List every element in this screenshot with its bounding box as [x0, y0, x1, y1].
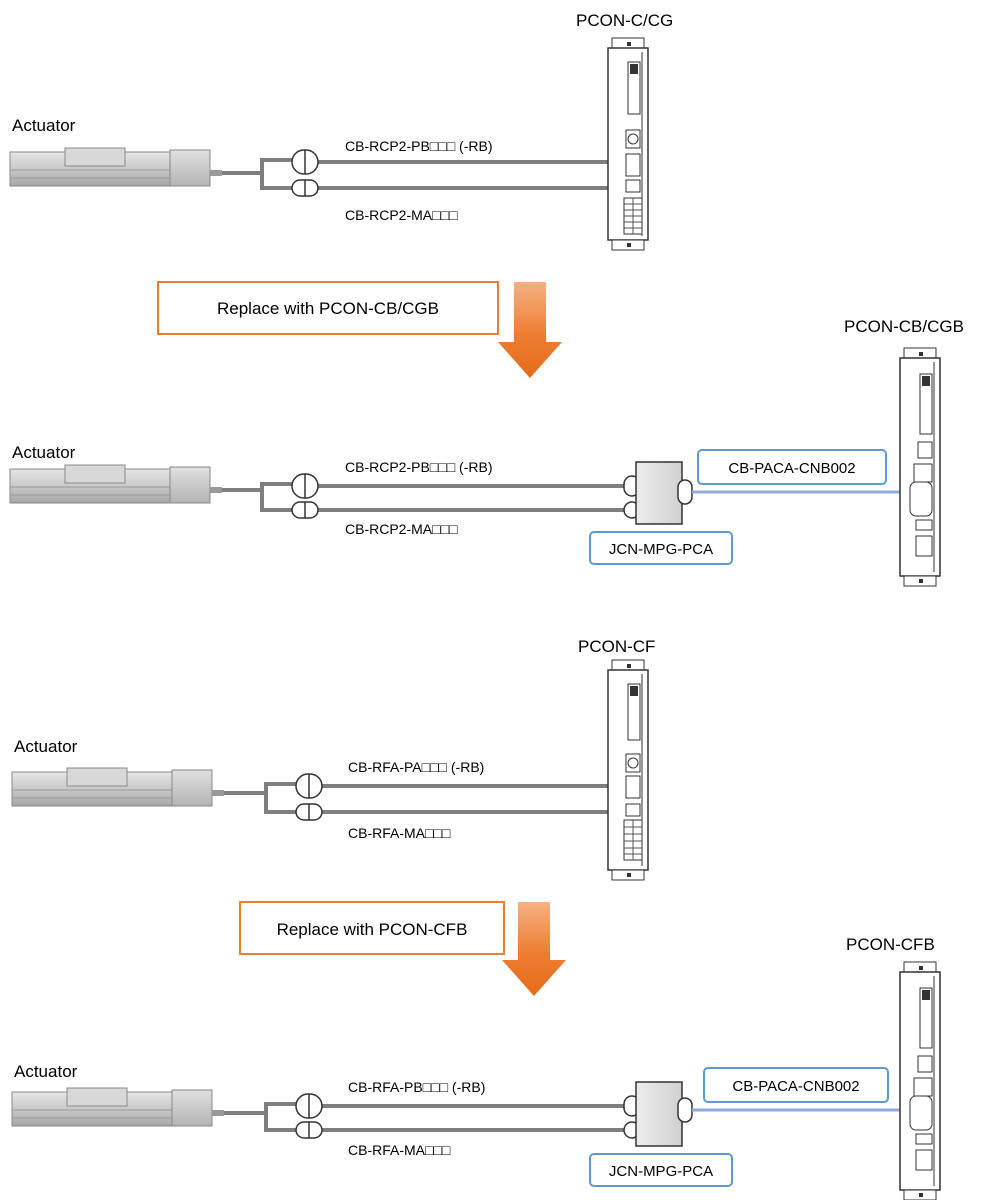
controller-label: PCON-CF: [578, 637, 655, 656]
controller-illustration: [899, 347, 941, 587]
conversion-adapter: [623, 1081, 693, 1147]
arrow-down-icon: [502, 902, 566, 996]
cable-bottom-label: CB-RCP2-MA□□□: [345, 521, 458, 537]
actuator-label: Actuator: [14, 737, 78, 756]
controller-label: PCON-CB/CGB: [844, 317, 964, 336]
cable-bottom-label: CB-RFA-MA□□□: [348, 825, 451, 841]
link-cable-label: CB-PACA-CNB002: [728, 460, 855, 477]
link-cable-label-box: [703, 1067, 889, 1103]
link-cable-label-box: [697, 449, 887, 485]
section-pcon-cf: PCON-CF Actuator CB-RFA-PA□□□ (-RB) CB-R…: [11, 637, 655, 881]
cable-assembly: [264, 782, 624, 814]
connector-icon: [295, 1093, 323, 1139]
replace-step-1: Replace with PCON-CB/CGB: [157, 281, 562, 378]
actuator-label: Actuator: [12, 116, 76, 135]
controller-label: PCON-C/CG: [576, 11, 673, 30]
cable-top-label: CB-RFA-PA□□□ (-RB): [348, 759, 484, 775]
actuator-illustration: [11, 767, 264, 807]
actuator-label: Actuator: [12, 443, 76, 462]
section-pcon-cb: PCON-CB/CGB Actuator CB-RCP2-PB□□□ (-RB)…: [9, 317, 964, 587]
replace-label: Replace with PCON-CFB: [277, 920, 468, 939]
adapter-label: JCN-MPG-PCA: [609, 1163, 713, 1180]
section-pcon-cfb: PCON-CFB Actuator CB-RFA-PB□□□ (-RB) CB-…: [11, 935, 941, 1200]
controller-illustration: [607, 659, 649, 881]
actuator-label: Actuator: [14, 1062, 78, 1081]
actuator-illustration: [9, 147, 262, 187]
cable-bottom-label: CB-RCP2-MA□□□: [345, 207, 458, 223]
adapter-label: JCN-MPG-PCA: [609, 541, 713, 558]
adapter-label-box: [589, 1153, 733, 1187]
connector-icon: [291, 149, 319, 197]
cable-top-label: CB-RCP2-PB□□□ (-RB): [345, 459, 493, 475]
replace-step-2: Replace with PCON-CFB: [239, 901, 566, 996]
controller-illustration: [899, 961, 941, 1200]
actuator-illustration: [11, 1087, 264, 1127]
replace-label: Replace with PCON-CB/CGB: [217, 299, 439, 318]
controller-label: PCON-CFB: [846, 935, 935, 954]
section-pcon-c: Actuator PCON-C/CG CB-RCP2-PB□□□ (-RB) C…: [9, 11, 673, 251]
cable-bottom-label: CB-RFA-MA□□□: [348, 1142, 451, 1158]
conversion-adapter: [623, 461, 693, 525]
cable-assembly: [260, 482, 628, 512]
connector-icon: [295, 773, 323, 821]
actuator-illustration: [9, 464, 262, 504]
cable-top-label: CB-RCP2-PB□□□ (-RB): [345, 138, 493, 154]
link-cable-label: CB-PACA-CNB002: [732, 1078, 859, 1095]
cable-assembly: [264, 1102, 628, 1132]
connector-icon: [291, 473, 319, 519]
cable-assembly: [260, 158, 624, 190]
controller-illustration: [607, 37, 649, 251]
cable-top-label: CB-RFA-PB□□□ (-RB): [348, 1079, 485, 1095]
adapter-label-box: [589, 531, 733, 565]
arrow-down-icon: [498, 282, 562, 378]
